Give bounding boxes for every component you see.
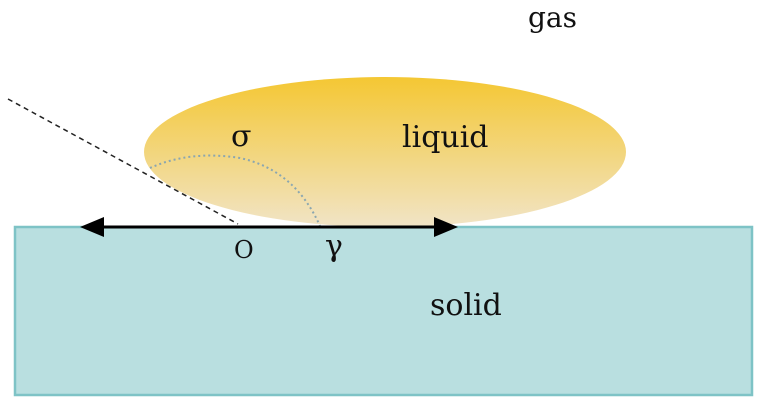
arrow-head-right bbox=[434, 217, 458, 237]
liquid-label: liquid bbox=[402, 120, 489, 155]
gamma-label: γ bbox=[325, 229, 343, 264]
sigma-label: σ bbox=[231, 119, 251, 154]
liquid-droplet bbox=[144, 77, 626, 227]
solid-label: solid bbox=[430, 288, 502, 323]
arrow-head-left bbox=[80, 217, 104, 237]
solid-block bbox=[13, 225, 754, 397]
tangent-dashed-line bbox=[7, 98, 239, 225]
contact-angle-arc bbox=[149, 154, 321, 227]
origin-label: O bbox=[234, 236, 254, 264]
gas-label: gas bbox=[528, 1, 577, 34]
